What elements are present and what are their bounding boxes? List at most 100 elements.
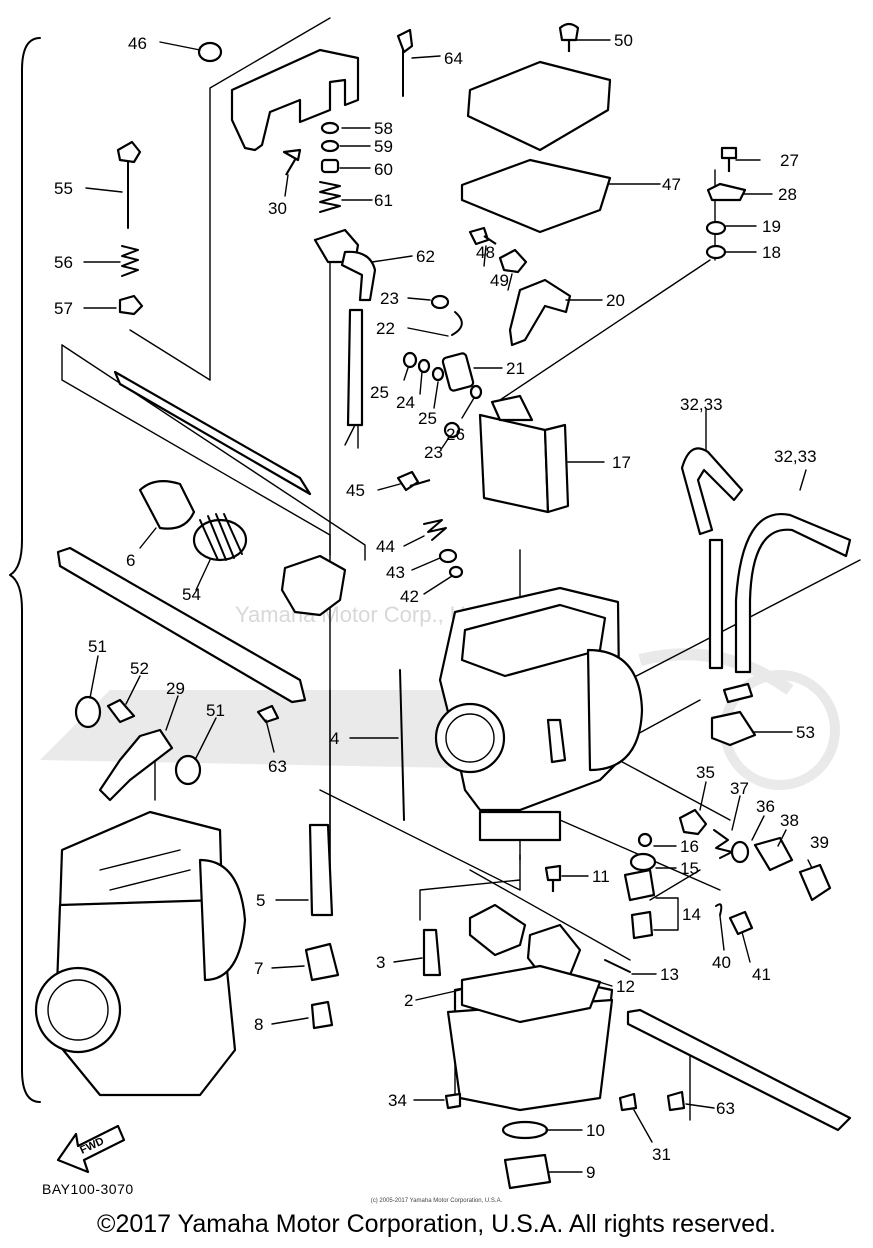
washer (438, 548, 458, 564)
starter-lever (98, 728, 174, 802)
jet-needle (399, 669, 405, 821)
lever-screw (106, 698, 136, 724)
washer (320, 139, 340, 153)
callout-number: 7 (254, 959, 263, 978)
callout-number: 30 (268, 199, 287, 218)
callout-number: 29 (166, 679, 185, 698)
callout-number: 9 (586, 1163, 595, 1182)
top-cover (466, 60, 612, 152)
o-ring (443, 421, 461, 439)
plug-cap (678, 808, 708, 836)
hose-clip (715, 903, 723, 916)
sensor-bracket (710, 710, 757, 747)
callout-number: 48 (476, 243, 495, 262)
o-ring (402, 351, 418, 369)
bracket-screw (666, 1090, 686, 1112)
washer (705, 244, 727, 260)
callout-number: 52 (130, 659, 149, 678)
carburetor-assembly (34, 810, 247, 1097)
throttle-valve-spring (192, 513, 248, 562)
bowl-gasket-ring (501, 1120, 549, 1140)
needle-jet (308, 823, 334, 917)
callout-number: 59 (374, 137, 393, 156)
washer (320, 121, 340, 135)
top-cover-screw (558, 22, 580, 52)
drain-screw (544, 864, 562, 892)
callout-numbers: 46 64 50 55 58 59 60 61 30 27 28 19 18 4… (54, 31, 829, 1182)
callout-number: 61 (374, 191, 393, 210)
callout-number: 27 (780, 151, 799, 170)
callout-number: 50 (614, 31, 633, 50)
callout-number: 35 (696, 763, 715, 782)
o-ring (730, 840, 750, 864)
cable-bracket-bar (626, 1008, 852, 1132)
plunger-spring (319, 181, 341, 213)
callout-number: 51 (206, 701, 225, 720)
callout-number: 13 (660, 965, 679, 984)
callout-number: 40 (712, 953, 731, 972)
o-ring (417, 358, 431, 374)
small-copyright: (c) 2005-2017 Yamaha Motor Corporation, … (370, 1198, 503, 1204)
callout-number: 12 (616, 977, 635, 996)
float-bowl-gasket (460, 964, 602, 1024)
throttle-cable-bracket (197, 41, 360, 152)
throttle-lever (508, 278, 572, 347)
callout-number: 24 (396, 393, 415, 412)
coupler (441, 352, 475, 392)
callout-number: 25 (418, 409, 437, 428)
callout-number: 28 (778, 185, 797, 204)
callout-number: 6 (126, 551, 135, 570)
hose-clip (451, 311, 463, 336)
copyright-footer: ©2017 Yamaha Motor Corporation, U.S.A. A… (97, 1210, 776, 1238)
needle-valve-clip (630, 910, 654, 940)
callout-number: 18 (762, 243, 781, 262)
needle-valve (623, 868, 656, 902)
cable-holder-plate (706, 182, 747, 202)
callout-number: 63 (268, 757, 287, 776)
callout-number: 15 (680, 859, 699, 878)
lever-screw (256, 704, 280, 724)
callout-number: 45 (346, 481, 365, 500)
group-brace (9, 37, 41, 1103)
hose-fitting (728, 910, 754, 936)
throttle-stop-screw (396, 28, 414, 97)
o-ring (431, 366, 445, 382)
main-jet (422, 928, 442, 977)
starter-plunger-nut (753, 836, 794, 872)
plunger-cap (320, 158, 340, 174)
cable-adjuster-screw (720, 146, 738, 172)
callout-number: 39 (810, 833, 829, 852)
bracket-screw (282, 148, 302, 176)
callout-number: 26 (446, 425, 465, 444)
callout-number: 31 (652, 1145, 671, 1164)
o-ring (469, 384, 483, 400)
callout-number: 23 (424, 443, 443, 462)
callout-number: 10 (586, 1121, 605, 1140)
callout-number: 8 (254, 1015, 263, 1034)
callout-number: 23 (380, 289, 399, 308)
callout-number: 21 (506, 359, 525, 378)
pilot-screw-spring (121, 245, 139, 277)
vent-hose (680, 447, 744, 536)
plunger-cap-cover (798, 863, 832, 902)
callout-number: 47 (662, 175, 681, 194)
drain-plug (503, 1153, 552, 1190)
assembly-guide-lines (61, 17, 861, 1121)
o-ring (448, 565, 464, 579)
idle-screw (396, 470, 431, 492)
pilot-air-screw (116, 140, 142, 229)
callout-number: 32,33 (680, 395, 723, 414)
pilot-jet (310, 1000, 334, 1030)
callout-number: 32,33 (774, 447, 817, 466)
callout-number: 51 (88, 637, 107, 656)
callout-number: 49 (490, 271, 509, 290)
callout-number: 58 (374, 119, 393, 138)
fuel-rail (56, 546, 307, 704)
diagram-code: BAY100-3070 (42, 1181, 134, 1197)
plug-spring (713, 829, 733, 859)
throttle-valve (138, 479, 196, 530)
float-pin (604, 959, 631, 973)
callout-number: 38 (780, 811, 799, 830)
needle-jet-holder (304, 942, 340, 982)
callout-number: 64 (444, 49, 463, 68)
